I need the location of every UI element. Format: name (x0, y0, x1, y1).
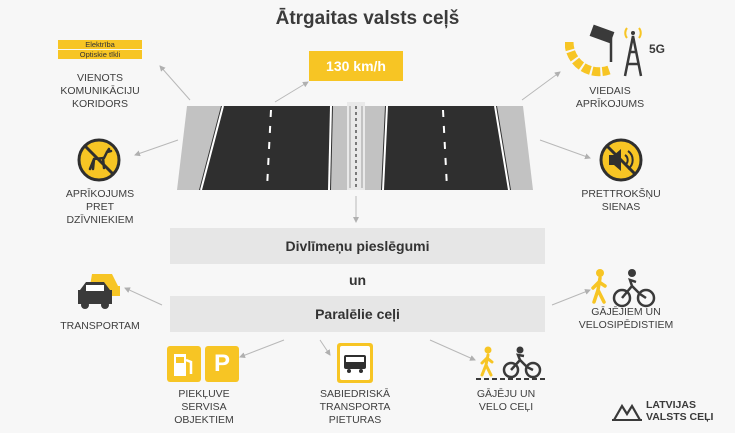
logo-mark-icon (612, 403, 642, 421)
road-illustration (177, 102, 533, 191)
no-noise-icon (599, 138, 643, 182)
two-level-junctions-band: Divlīmeņu pieslēgumi (170, 228, 545, 264)
and-connector: un (348, 272, 367, 288)
paths-label: GĀJĒJU UN VELO CEĻI (476, 388, 536, 413)
pedestrian-cyclist-icon (591, 269, 656, 308)
pedestrians-label: GĀJĒJIEM UN VELOSIPĒDISTIEM (578, 306, 674, 331)
noise-label: PRETTROKŠŅU SIENAS (581, 188, 661, 213)
service-label: PIEKĻUVE SERVISA OBJEKTIEM (174, 388, 234, 426)
cable-electricity: Elektrība (58, 40, 142, 49)
transport-label: TRANSPORTAM (60, 320, 140, 332)
bus-stop-icon (337, 343, 373, 383)
smart-label: VIEDAIS APRĪKOJUMS (575, 85, 645, 110)
parallel-roads-band: Paralēlie ceļi (170, 296, 545, 332)
cable-optical: Optiskie tīkli (58, 50, 142, 59)
walking-cycling-path-icon (476, 346, 546, 380)
logo-text: LATVIJAS VALSTS CEĻI (646, 399, 714, 423)
smart-sensor-icon (565, 24, 643, 77)
car-icon (78, 274, 120, 309)
bus-label: SABIEDRISKĀ TRANSPORTA PIETURAS (319, 388, 391, 426)
5g-badge: 5G (649, 42, 666, 56)
cable-lines: Elektrība Optiskie tīkli (58, 40, 142, 59)
corridor-label: VIENOTS KOMUNIKĀCIJU KORIDORS (60, 72, 140, 110)
page-title: Ātrgaitas valsts ceļš (275, 8, 460, 29)
fuel-station-icon (167, 346, 201, 382)
speed-sign: 130 km/h (309, 51, 403, 81)
no-deer-icon (77, 138, 121, 182)
parking-sign-icon: P (205, 346, 239, 382)
wildlife-label: APRĪKOJUMS PRET DZĪVNIEKIEM (65, 188, 135, 226)
